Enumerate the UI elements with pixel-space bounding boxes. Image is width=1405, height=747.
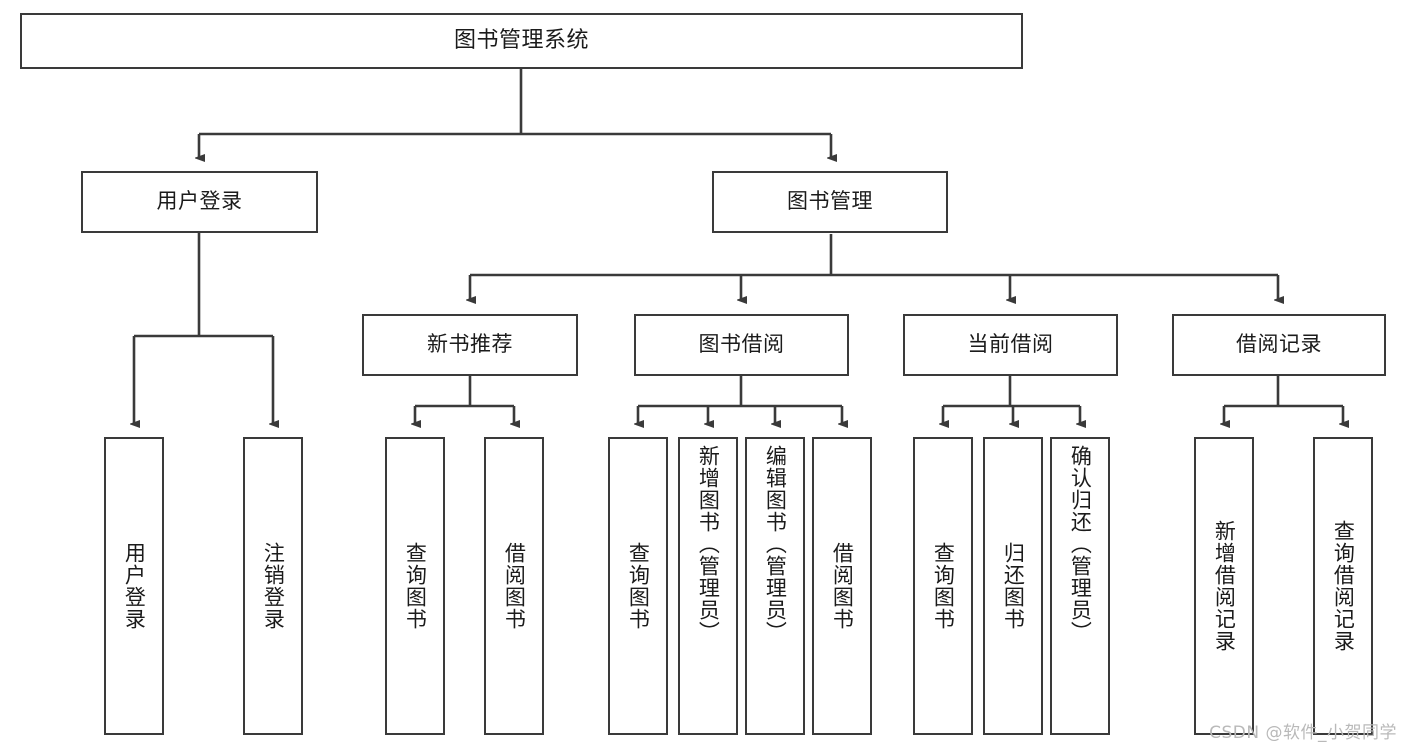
node-leaf-confirm-return[interactable]: 确认归还（管理员） <box>1050 437 1110 735</box>
node-leaf-query-book-1-label: 查询图书 <box>403 542 428 630</box>
node-leaf-confirm-return-label: 确认归还（管理员） <box>1068 445 1093 643</box>
node-leaf-add-record-label: 新增借阅记录 <box>1212 520 1237 652</box>
node-current-borrow[interactable]: 当前借阅 <box>903 314 1118 376</box>
node-leaf-query-book-3-label: 查询图书 <box>931 542 956 630</box>
node-book-management-label: 图书管理 <box>787 189 873 214</box>
node-leaf-user-login-label: 用户登录 <box>122 542 147 630</box>
node-current-borrow-label: 当前借阅 <box>967 332 1054 357</box>
node-root[interactable]: 图书管理系统 <box>20 13 1023 69</box>
node-user-login-label: 用户登录 <box>156 189 243 214</box>
node-leaf-edit-book-label: 编辑图书（管理员） <box>763 445 788 643</box>
node-borrow-record[interactable]: 借阅记录 <box>1172 314 1386 376</box>
node-root-label: 图书管理系统 <box>453 27 589 53</box>
node-book-borrow-label: 图书借阅 <box>698 332 785 357</box>
node-new-book-recommend-label: 新书推荐 <box>427 332 513 357</box>
node-leaf-add-book-label: 新增图书（管理员） <box>696 445 721 643</box>
node-leaf-query-book-2-label: 查询图书 <box>626 542 651 630</box>
node-leaf-query-book-2[interactable]: 查询图书 <box>608 437 668 735</box>
node-leaf-borrow-book-1-label: 借阅图书 <box>502 542 527 630</box>
node-leaf-query-book-3[interactable]: 查询图书 <box>913 437 973 735</box>
node-leaf-query-record-label: 查询借阅记录 <box>1331 520 1356 652</box>
node-leaf-add-record[interactable]: 新增借阅记录 <box>1194 437 1254 735</box>
node-leaf-borrow-book-1[interactable]: 借阅图书 <box>484 437 544 735</box>
node-leaf-query-record[interactable]: 查询借阅记录 <box>1313 437 1373 735</box>
node-leaf-user-login[interactable]: 用户登录 <box>104 437 164 735</box>
node-borrow-record-label: 借阅记录 <box>1236 332 1322 357</box>
node-new-book-recommend[interactable]: 新书推荐 <box>362 314 578 376</box>
node-leaf-logout-label: 注销登录 <box>261 542 286 630</box>
node-leaf-add-book[interactable]: 新增图书（管理员） <box>678 437 738 735</box>
node-leaf-logout[interactable]: 注销登录 <box>243 437 303 735</box>
node-book-borrow[interactable]: 图书借阅 <box>634 314 849 376</box>
node-leaf-return-book-label: 归还图书 <box>1001 542 1026 630</box>
node-leaf-borrow-book-2[interactable]: 借阅图书 <box>812 437 872 735</box>
node-leaf-borrow-book-2-label: 借阅图书 <box>830 542 855 630</box>
csdn-watermark: CSDN @软件_小贺同学 <box>1209 723 1397 743</box>
node-leaf-return-book[interactable]: 归还图书 <box>983 437 1043 735</box>
node-book-management[interactable]: 图书管理 <box>712 171 948 233</box>
node-user-login[interactable]: 用户登录 <box>81 171 318 233</box>
node-leaf-edit-book[interactable]: 编辑图书（管理员） <box>745 437 805 735</box>
node-leaf-query-book-1[interactable]: 查询图书 <box>385 437 445 735</box>
